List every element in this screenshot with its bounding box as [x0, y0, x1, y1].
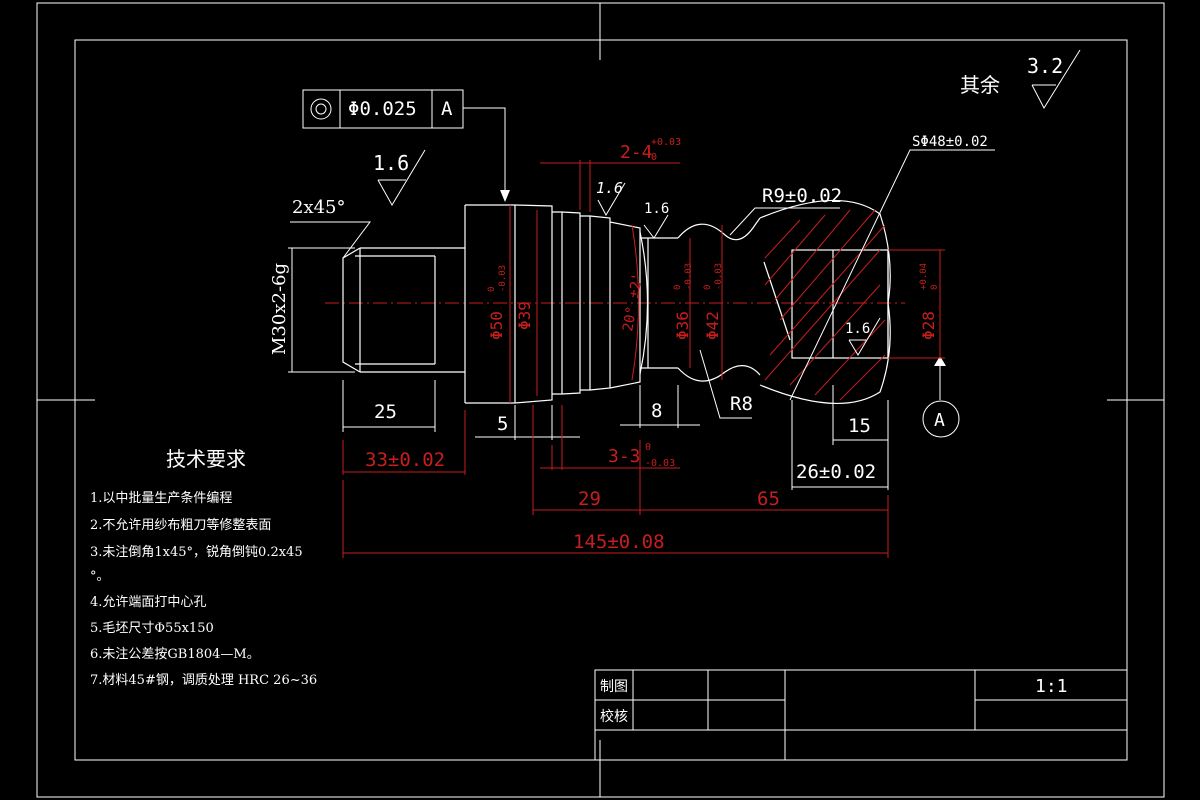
dim-r9: R9±0.02 — [762, 185, 842, 207]
dim-15: 15 — [848, 415, 871, 437]
roughness-groove: 1.6 — [596, 179, 626, 217]
tech-requirements: 技术要求 1.以中批量生产条件编程 2.不允许用纱布粗刀等修整表面 3.未注倒角… — [90, 447, 317, 688]
dim-65: 65 — [757, 488, 780, 510]
dim-dia50-up: 0 — [487, 287, 497, 292]
dim-groove-bot: 3-3 — [608, 446, 641, 467]
roughness-groove-value: 1.6 — [596, 179, 623, 197]
tolerance-datum: A — [441, 98, 453, 120]
dim-groove-top-dn: 0 — [651, 152, 657, 163]
tech-item: °。 — [90, 569, 110, 584]
red-dimensions: 33±0.02 145±0.08 29 65 3-3 0 -0.03 2-4 +… — [342, 137, 945, 558]
drawn-label: 制图 — [600, 679, 628, 695]
datum-label: A — [934, 410, 945, 431]
title-block: 制图 校核 1:1 — [594, 669, 1128, 761]
rest-label: 其余 — [960, 73, 1000, 97]
roughness-bore: 1.6 — [845, 317, 881, 356]
roughness-neck: 1.6 — [643, 201, 669, 239]
dim-r8: R8 — [730, 393, 753, 415]
dim-5: 5 — [497, 413, 508, 435]
dim-angle: 20° ±2' — [620, 272, 646, 333]
tech-item: 7.材料45#钢，调质处理 HRC 26~36 — [90, 673, 317, 688]
dim-dia50-dn: -0.03 — [498, 265, 508, 292]
dim-145: 145±0.08 — [573, 531, 665, 553]
dim-dia42: Φ42 — [703, 311, 722, 340]
tech-item: 1.以中批量生产条件编程 — [90, 490, 232, 506]
dim-33: 33±0.02 — [365, 449, 445, 471]
dim-26: 26±0.02 — [796, 461, 876, 483]
dim-dia28: Φ28 — [919, 311, 938, 340]
roughness-left: 1.6 — [373, 149, 426, 206]
white-dimensions: 25 5 8 R8 15 26±0.02 R9±0.02 SΦ48±0.02 — [342, 134, 995, 490]
checked-label: 校核 — [600, 708, 628, 725]
thread-label: M30x2-6g — [269, 263, 290, 355]
tech-title: 技术要求 — [166, 447, 246, 471]
dim-dia36-dn: -0.03 — [684, 263, 694, 290]
tolerance-value: Φ0.025 — [348, 98, 417, 120]
dim-groove-bot-up: 0 — [645, 442, 651, 453]
roughness-rest: 其余 3.2 — [960, 49, 1081, 110]
part-outline — [342, 199, 891, 405]
dim-dia39: Φ39 — [515, 301, 534, 330]
dim-groove-top: 2-4 — [620, 142, 653, 163]
thread-callout: M30x2-6g — [269, 247, 355, 373]
chamfer-label: 2x45° — [292, 197, 346, 218]
tech-item: 5.毛坯尺寸Φ55x150 — [90, 621, 214, 636]
dim-29: 29 — [578, 488, 601, 510]
tech-item: 3.未注倒角1x45°，锐角倒钝0.2x45 — [90, 545, 303, 560]
dim-groove-bot-dn: -0.03 — [645, 458, 675, 469]
datum-marker: A — [922, 356, 960, 438]
dim-groove-top-up: +0.03 — [651, 137, 681, 148]
roughness-neck-value: 1.6 — [644, 201, 669, 217]
rest-value: 3.2 — [1027, 54, 1063, 78]
dim-dia50: Φ50 — [487, 311, 506, 340]
dim-25: 25 — [374, 401, 397, 423]
tech-item: 4.允许端面打中心孔 — [90, 594, 206, 610]
roughness-bore-value: 1.6 — [845, 321, 870, 337]
scale-label: 1:1 — [1035, 676, 1068, 697]
dim-dia42-up: 0 — [703, 285, 713, 290]
tolerance-frame: Φ0.025 A — [302, 89, 510, 202]
chamfer-callout: 2x45° — [290, 197, 371, 259]
dim-dia36: Φ36 — [673, 311, 692, 340]
dim-dia28-up: +0.04 — [919, 263, 929, 290]
dim-dia28-dn: 0 — [930, 285, 940, 290]
dim-dia36-up: 0 — [673, 285, 683, 290]
dim-sphere: SΦ48±0.02 — [912, 134, 988, 150]
roughness-left-value: 1.6 — [373, 151, 409, 175]
dim-dia42-dn: -0.03 — [714, 263, 724, 290]
tech-item: 2.不允许用纱布粗刀等修整表面 — [90, 517, 271, 533]
dim-8: 8 — [651, 400, 662, 422]
tech-item: 6.未注公差按GB1804—M。 — [90, 647, 260, 662]
